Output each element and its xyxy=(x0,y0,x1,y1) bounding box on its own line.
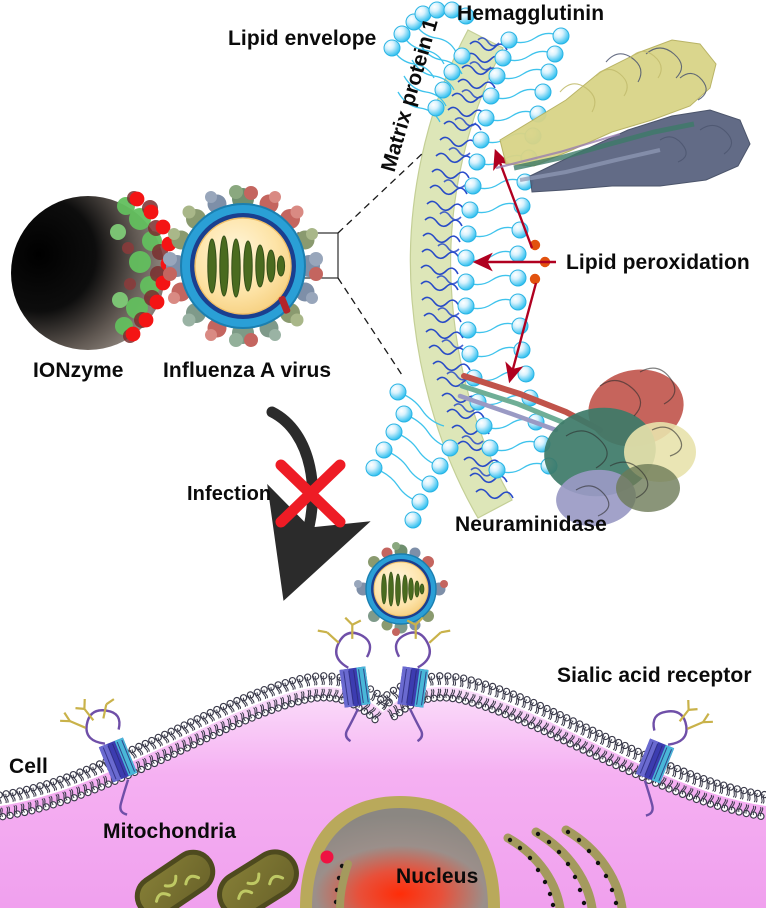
nucleus xyxy=(300,796,500,908)
blocked-cross-icon xyxy=(275,459,346,528)
infection-arrow-icon xyxy=(266,406,371,601)
host-cell xyxy=(0,616,766,908)
arrow-down-icon xyxy=(505,282,538,384)
receptor-4 xyxy=(635,699,713,817)
sialic-acid-receptors xyxy=(60,616,713,817)
neuraminidase-protein xyxy=(457,367,696,527)
label-lipid-peroxidation: Lipid peroxidation xyxy=(566,251,750,274)
peroxidation-arrows xyxy=(472,148,556,384)
label-cell: Cell xyxy=(9,755,48,778)
ros-dot-cytoplasm xyxy=(320,850,334,864)
small-er-tube xyxy=(336,860,352,908)
magnified-viral-envelope xyxy=(297,1,751,529)
influenza-virion-small xyxy=(354,542,448,636)
hemagglutinin-protein xyxy=(495,39,751,193)
label-sialic-acid-receptor: Sialic acid receptor xyxy=(557,664,752,687)
endoplasmic-reticulum xyxy=(503,825,627,908)
label-nucleus: Nucleus xyxy=(396,865,479,888)
influenza-virion-large xyxy=(163,185,323,347)
lipid-peroxidation-dots xyxy=(529,239,551,285)
infection-arrow-group xyxy=(266,406,371,601)
mitochondrion-1 xyxy=(134,849,216,908)
label-ionzyme: IONzyme xyxy=(33,359,124,382)
arrow-up-icon xyxy=(493,148,534,249)
receptor-3 xyxy=(394,616,451,743)
label-lipid-envelope: Lipid envelope xyxy=(228,27,377,50)
mitochondrion-2 xyxy=(217,849,299,908)
receptor-2 xyxy=(317,616,372,743)
envelope-upper-branch xyxy=(383,1,475,123)
label-mitochondria: Mitochondria xyxy=(103,820,237,843)
bilayer-inner-leaflet xyxy=(457,31,560,479)
envelope-lower-branch xyxy=(365,383,459,529)
label-influenza-a-virus: Influenza A virus xyxy=(163,359,332,382)
label-hemagglutinin: Hemagglutinin xyxy=(457,2,605,25)
rnp-segments xyxy=(207,235,286,298)
organelles xyxy=(134,796,627,908)
receptor-1 xyxy=(60,698,138,816)
label-infection: Infection xyxy=(187,483,272,505)
label-neuraminidase: Neuraminidase xyxy=(455,513,607,536)
matrix-protein-band xyxy=(409,29,513,519)
ionzyme-nanoparticle xyxy=(11,191,177,350)
